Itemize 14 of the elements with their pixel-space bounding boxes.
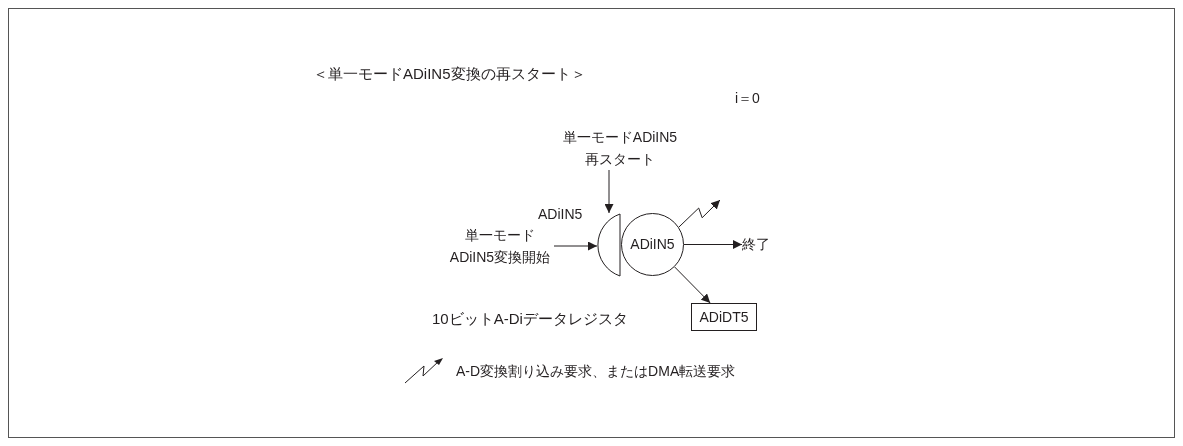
diagram-title: ＜単一モードADiIN5変換の再スタート＞: [313, 64, 586, 84]
arrow: [683, 240, 743, 249]
arrow: [553, 241, 598, 251]
restart-label: 単一モードADiIN5再スタート: [559, 126, 681, 170]
register-box: ADiDT5: [691, 303, 757, 331]
end-label: 終了: [742, 234, 770, 255]
arrow: [604, 169, 614, 214]
interrupt-request-arrow: [678, 199, 721, 228]
trigger-label: ADiIN5: [538, 205, 583, 224]
register-caption: 10ビットA-Diデータレジスタ: [432, 309, 628, 329]
arrow: [674, 266, 711, 304]
index-note: i＝0: [735, 89, 760, 108]
legend-text: A-D変換割り込み要求、またはDMA転送要求: [456, 361, 736, 381]
start-label: 単一モードADiIN5変換開始: [446, 224, 554, 268]
